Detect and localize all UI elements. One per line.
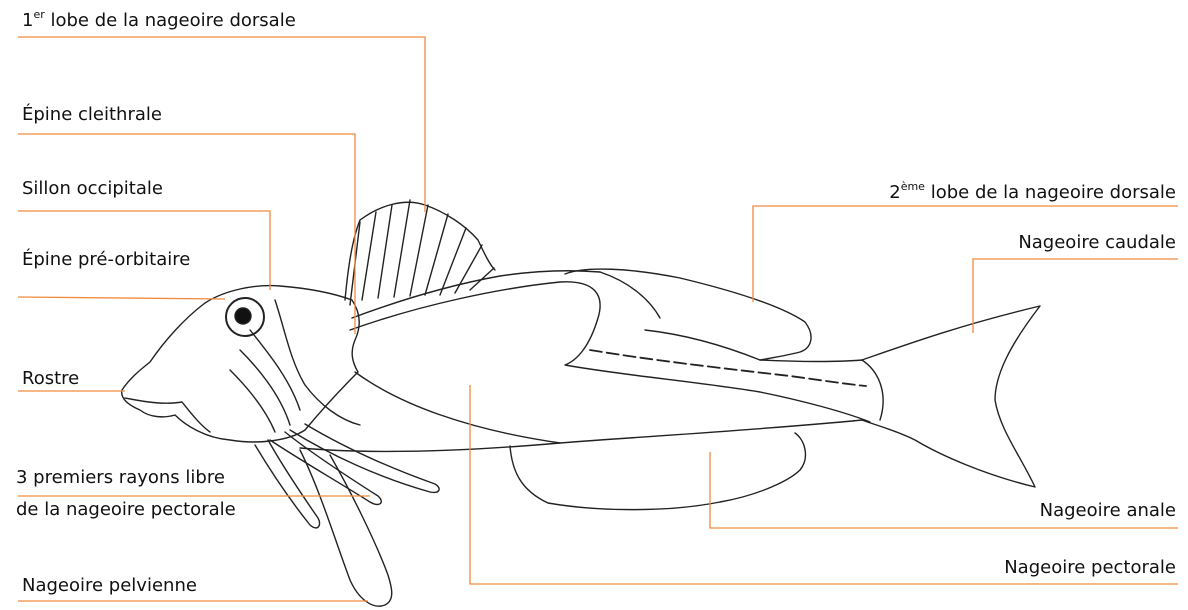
- label-pectoral-fin: Nageoire pectorale: [1004, 557, 1176, 579]
- leader-pectoral: [470, 385, 1178, 584]
- label-free-rays-line1: 3 premiers rayons libre: [16, 467, 225, 489]
- label-anal-fin: Nageoire anale: [1040, 500, 1176, 522]
- label-caudal-fin: Nageoire caudale: [1018, 232, 1176, 254]
- eye-pupil: [235, 308, 251, 324]
- first-dorsal-fin-shape: [345, 200, 495, 305]
- pectoral-fin-shape: [350, 282, 870, 422]
- label-pelvic-fin: Nageoire pelvienne: [22, 575, 197, 597]
- anal-fin-shape: [510, 433, 805, 510]
- label-first-dorsal-lobe: 1er lobe de la nageoire dorsale: [22, 5, 296, 32]
- label-free-rays-line2: de la nageoire pectorale: [16, 499, 236, 521]
- leader-cleithral: [18, 134, 355, 334]
- gill-cover: [275, 300, 360, 425]
- label-occipital-groove: Sillon occipitale: [22, 178, 163, 200]
- body-upper-contour: [352, 271, 600, 318]
- label-preorbital-spine: Épine pré-orbitaire: [22, 249, 190, 271]
- caudal-fin-shape: [862, 306, 1040, 487]
- peduncle-plate: [862, 360, 883, 420]
- lateral-line: [590, 350, 866, 386]
- label-second-dorsal-lobe: 2ème lobe de la nageoire dorsale: [889, 177, 1176, 204]
- free-ray-3: [290, 424, 439, 492]
- leader-dorsal2: [753, 206, 1178, 302]
- free-ray-2: [255, 440, 320, 528]
- leader-preorbital: [18, 297, 225, 299]
- body-contour-mid: [600, 272, 660, 318]
- pectoral-fin-inner: [355, 372, 560, 443]
- label-cleithral-spine: Épine cleithrale: [22, 104, 162, 126]
- leader-caudal: [973, 259, 1178, 333]
- body-belly-contour: [300, 420, 862, 451]
- fish-outline: [122, 200, 1040, 606]
- body-back-contour: [760, 360, 862, 362]
- second-dorsal-fin-shape: [565, 269, 811, 360]
- label-rostrum: Rostre: [22, 368, 79, 390]
- operculum-lines: [230, 330, 300, 432]
- mouth-line: [125, 398, 210, 432]
